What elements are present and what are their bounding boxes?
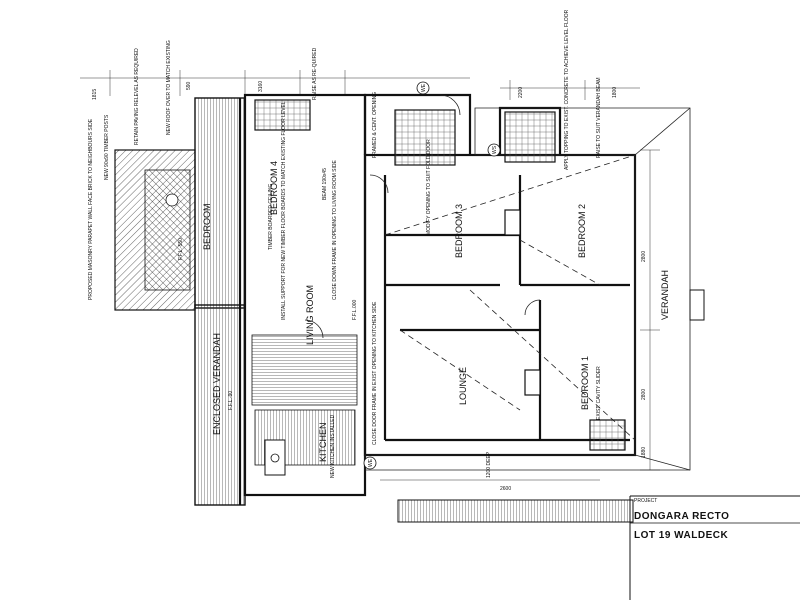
dim-top-5: 1800 bbox=[612, 87, 618, 98]
dim-right-2: 2800 bbox=[641, 389, 647, 400]
note-raise: RAISE AS RE-QUIRED bbox=[312, 47, 318, 100]
dim-top-3: 3160 bbox=[258, 81, 264, 92]
room-kitchen: KITCHEN bbox=[318, 422, 328, 462]
level-ffl-main: F.F.L.000 bbox=[352, 299, 358, 320]
room-enclosed-verandah: ENCLOSED VERANDAH bbox=[212, 333, 222, 435]
note-cavity: EXIST. CAVITY SLIDER bbox=[596, 366, 602, 420]
note-ens: 1200 DEEP bbox=[486, 451, 492, 478]
dim-top-4: 2200 bbox=[518, 87, 524, 98]
note-framed-opening: FRAMED & CENT. OPENING bbox=[372, 92, 378, 158]
dim-right-3: 1880 bbox=[641, 447, 647, 458]
note-retain-paving: RETAIN PAVING RELEVEL AS REQUIRED bbox=[134, 48, 140, 145]
title-block-project: DONGARA RECTO bbox=[634, 511, 729, 522]
room-bedroom-1: BEDROOM 1 bbox=[580, 356, 590, 410]
note-existing-kitchen: NEW KITCHEN INSTALLED bbox=[330, 414, 336, 478]
bathroom-top-left bbox=[254, 99, 311, 131]
note-modify-opening: MODIFY OPENING TO SUIT FOLD DOOR bbox=[426, 139, 432, 235]
dim-right-1: 2800 bbox=[641, 251, 647, 262]
chimney-block-2 bbox=[524, 369, 541, 396]
living-room-floor bbox=[251, 334, 358, 406]
stove-hob bbox=[270, 453, 280, 463]
level-ffl-west: F.F.L.-550 bbox=[178, 238, 184, 260]
kitchen-bench bbox=[264, 439, 286, 476]
title-block bbox=[629, 495, 800, 600]
room-bedroom-2: BEDROOM 2 bbox=[577, 204, 587, 258]
timber-post-marker bbox=[165, 193, 179, 207]
room-living: LIVING ROOM bbox=[305, 285, 315, 345]
tag-we-bottom: WE bbox=[368, 458, 374, 467]
room-bedroom-3: BEDROOM 3 bbox=[454, 204, 464, 258]
ensuite bbox=[504, 111, 556, 163]
dim-top-2: 590 bbox=[186, 81, 192, 90]
room-lounge: LOUNGE bbox=[458, 367, 468, 405]
title-block-header: PROJECT bbox=[634, 498, 657, 504]
title-block-lot: LOT 19 WALDECK bbox=[634, 530, 729, 541]
west-boardwalk bbox=[194, 97, 246, 309]
note-timber-beam: BEAM 190x45 bbox=[322, 168, 328, 200]
note-parapet: PROPOSED MASONRY PARAPET WALL FACE BRICK… bbox=[88, 118, 94, 300]
room-verandah: VERANDAH bbox=[660, 270, 670, 320]
bathroom-top-mid bbox=[394, 109, 456, 166]
note-close-down: CLOSE DOWN FRAME IN OPENING TO LIVING RO… bbox=[332, 160, 338, 300]
boundary-fence bbox=[397, 499, 634, 523]
dim-bottom: 2600 bbox=[500, 486, 511, 492]
main-house-walls bbox=[243, 93, 691, 497]
note-raise-beam: RAISE TO SUIT VERANDAH BEAM bbox=[596, 77, 602, 158]
room-bedroom-4: BEDROOM 4 bbox=[269, 161, 279, 215]
note-timber-posts: NEW 90x90 TIMBER POSTS bbox=[104, 114, 110, 180]
tag-ws: WS bbox=[492, 145, 498, 154]
east-step bbox=[689, 289, 705, 321]
level-ffl-enclosed: F.F.L.-90 bbox=[228, 391, 234, 410]
chimney-block bbox=[504, 209, 521, 236]
tag-we-top: WE bbox=[421, 83, 427, 92]
dim-top-left: 1815 bbox=[92, 89, 98, 100]
note-new-roof: NEW ROOF OVER TO MATCH EXISTING bbox=[166, 40, 172, 135]
room-bedroom-west: BEDROOM bbox=[202, 203, 212, 250]
ensuite-bottom bbox=[589, 419, 626, 451]
note-install-support: INSTALL SUPPORT FOR NEW TIMBER FLOOR BOA… bbox=[281, 101, 287, 320]
note-ceiling: TIMBER BOARDED CEILING bbox=[268, 183, 274, 250]
west-bedroom-inner bbox=[144, 169, 191, 291]
note-existing-opening: CLOSE DOOR FRAME IN EXIST OPENING TO KIT… bbox=[372, 301, 378, 445]
note-apply-topping: APPLY TOPPING TO EXIST. CONCRETE TO ACHI… bbox=[564, 9, 570, 170]
